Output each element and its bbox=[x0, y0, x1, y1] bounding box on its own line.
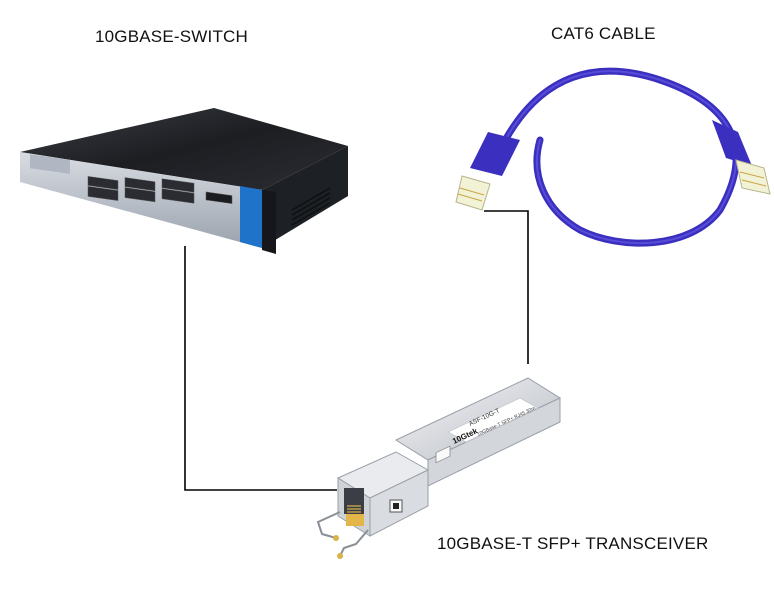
left-boot bbox=[470, 132, 520, 176]
cat6-cable bbox=[455, 67, 771, 247]
rj45-socket bbox=[344, 488, 364, 514]
sfp-bail-right bbox=[339, 529, 369, 557]
switch-top-face bbox=[20, 108, 348, 190]
rj45-gold-pins bbox=[347, 505, 361, 513]
right-boot bbox=[712, 120, 752, 166]
cable-label: CAT6 CABLE bbox=[551, 24, 656, 43]
switch-ports bbox=[87, 176, 233, 204]
left-rj45-plug bbox=[455, 175, 491, 211]
sfp-label bbox=[447, 397, 539, 443]
sfp-latch-window bbox=[435, 445, 451, 464]
switch-blue-panel bbox=[240, 186, 262, 248]
switch-label: 10GBASE-SWITCH bbox=[95, 27, 248, 46]
cable-to-sfp-line bbox=[484, 210, 529, 364]
switch-device bbox=[20, 108, 348, 254]
sfp-transceiver: ASF-10G-T 10Gtek 10GBase-T SFP+ RJ45 30m bbox=[316, 377, 562, 559]
transceiver-label: 10GBASE-T SFP+ TRANSCEIVER bbox=[437, 534, 709, 553]
cable-loop bbox=[496, 67, 740, 247]
switch-vents bbox=[291, 187, 331, 226]
sfp-gold-contacts bbox=[346, 514, 364, 526]
switch-to-sfp-line bbox=[184, 246, 337, 491]
switch-label-plate bbox=[30, 154, 70, 174]
switch-side-face bbox=[262, 146, 348, 248]
switch-rack-ear bbox=[262, 190, 276, 254]
sfp-bail-left bbox=[316, 511, 341, 539]
right-rj45-plug bbox=[735, 159, 771, 195]
